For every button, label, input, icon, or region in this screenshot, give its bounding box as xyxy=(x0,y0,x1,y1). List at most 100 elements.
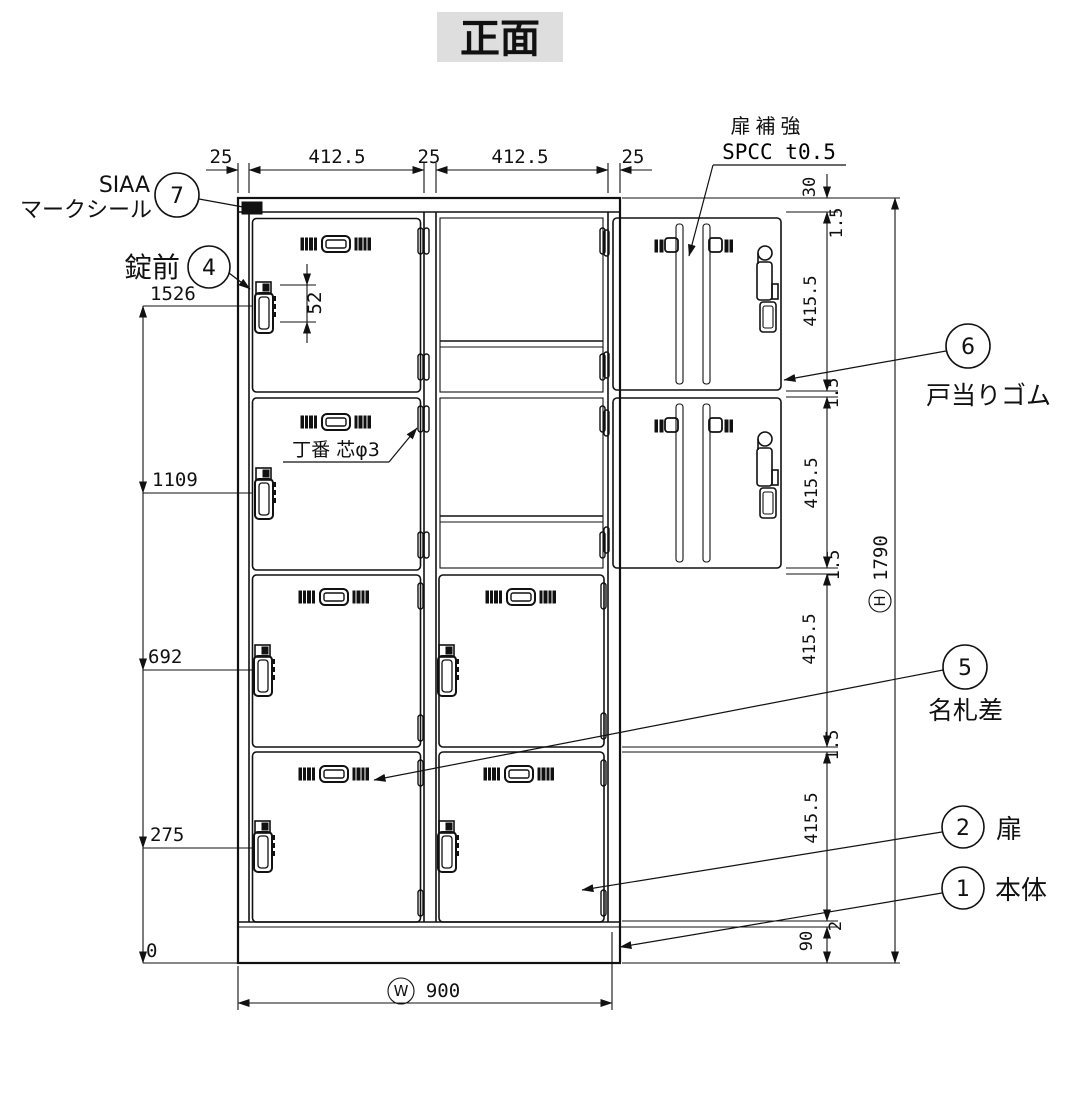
callout-5: 5 名札差 xyxy=(373,644,1003,782)
dim-right-gap1: 1.5 xyxy=(827,208,847,239)
top-dimension-chain: 25 412.5 25 412.5 25 xyxy=(206,146,652,193)
dim-right-415-2: 415.5 xyxy=(802,457,822,508)
dim-right-gap3: 1.5 xyxy=(824,550,844,581)
callout-2: 2 扉 xyxy=(581,805,1022,893)
callout-2-circle xyxy=(941,805,985,849)
dim-left-692: 692 xyxy=(148,646,182,668)
name-card-holder-icon xyxy=(483,765,555,783)
dim-top-25-mid: 25 xyxy=(418,146,441,168)
dim-lock-pitch-52: 52 xyxy=(304,292,326,315)
width-mark-circle xyxy=(387,977,415,1005)
hinge-note-label: 丁番 芯φ3 xyxy=(292,439,380,461)
door-left-row1 xyxy=(251,217,422,393)
left-dimension-chain: 1526 1109 692 275 0 xyxy=(139,283,253,964)
dim-right-415-3: 415.5 xyxy=(800,613,820,664)
callout-1-label: 本体 xyxy=(995,876,1047,906)
callout-7-number: 7 xyxy=(170,184,184,209)
dim-right-90: 90 xyxy=(797,931,817,951)
opened-door-row2 xyxy=(612,397,782,569)
door-reinforce-note: 扉補強 SPCC t0.5 xyxy=(688,114,846,257)
compartment-row1 xyxy=(439,217,604,393)
dim-right-gap2: 1.5 xyxy=(823,378,843,409)
door-reinforce-strip xyxy=(702,223,711,385)
middle-column-doors xyxy=(437,574,607,923)
callout-7-label-line1: SIAA xyxy=(99,173,150,198)
latch-icon xyxy=(756,245,779,333)
dim-height-1790: 1790 xyxy=(870,535,892,581)
door-reinforce-spec: SPCC t0.5 xyxy=(722,140,836,164)
door-reinforce-strip xyxy=(702,403,711,563)
dim-right-gap4: 1.5 xyxy=(823,730,843,761)
opened-doors-section xyxy=(603,217,782,569)
callout-1: 1 本体 xyxy=(619,866,1047,950)
opened-door-row1 xyxy=(612,217,782,391)
door-reinforce-strip xyxy=(675,223,684,385)
height-mark-H: H xyxy=(871,595,889,606)
dim-top-412-left: 412.5 xyxy=(308,146,365,168)
callout-1-circle xyxy=(941,866,985,910)
door-reinforce-label: 扉補強 xyxy=(731,114,806,138)
callout-1-number: 1 xyxy=(956,877,970,902)
lock-icon xyxy=(253,644,276,697)
middle-column-open-compartments xyxy=(423,217,606,569)
callout-6: 6 戸当りゴム xyxy=(783,323,1051,410)
callout-4: 錠前 4 xyxy=(124,245,251,290)
page-title: 正面 xyxy=(460,16,540,62)
name-card-holder-half-icon xyxy=(654,237,733,433)
name-card-holder-icon xyxy=(300,413,372,431)
door-reinforce-strip xyxy=(675,403,684,563)
right-dimension-chain: 30 1.5 415.5 1.5 415.5 1.5 415.5 1.5 415… xyxy=(618,174,900,964)
lock-icon xyxy=(253,820,276,873)
dim-left-1526: 1526 xyxy=(150,283,196,305)
lock-icon xyxy=(254,467,277,520)
cabinet-body xyxy=(236,196,622,965)
left-column-doors xyxy=(251,217,424,923)
name-card-holder-icon xyxy=(298,588,370,606)
callout-4-label: 錠前 xyxy=(124,251,180,284)
callout-5-number: 5 xyxy=(958,656,972,681)
overall-height-dimension: 1790 H xyxy=(868,197,899,964)
name-card-holder-icon xyxy=(300,235,372,253)
dim-left-0: 0 xyxy=(146,940,157,962)
callout-6-label: 戸当りゴム xyxy=(926,381,1051,410)
name-card-holder-icon xyxy=(485,588,557,606)
bottom-width-dimension: W 900 xyxy=(237,932,613,1010)
lock-icon xyxy=(437,820,460,873)
callout-4-circle xyxy=(187,245,231,289)
lock-icon xyxy=(437,644,460,697)
callout-7-circle xyxy=(154,172,200,218)
callout-6-number: 6 xyxy=(961,335,975,360)
lock-icon xyxy=(254,281,277,334)
title-block: 正面 xyxy=(437,12,563,62)
dim-top-25-left: 25 xyxy=(210,146,233,168)
width-mark-W: W xyxy=(394,982,409,1000)
dim-top-25-right: 25 xyxy=(622,146,645,168)
dim-right-415-1: 415.5 xyxy=(801,275,821,326)
door-left-row4 xyxy=(251,751,422,923)
callout-4-number: 4 xyxy=(202,256,216,281)
name-card-holder-icon xyxy=(298,765,370,783)
callout-2-label: 扉 xyxy=(996,815,1022,845)
callout-2-number: 2 xyxy=(956,816,970,841)
callout-7: SIAA マークシール 7 xyxy=(20,172,244,223)
hinge-note: 丁番 芯φ3 xyxy=(283,427,418,463)
callout-6-circle xyxy=(945,323,991,369)
siaa-seal xyxy=(241,201,263,215)
callout-7-label-line2: マークシール xyxy=(20,198,152,223)
dim-width-900: 900 xyxy=(426,980,460,1002)
dim-right-2: 2 xyxy=(826,921,846,931)
dim-left-1109: 1109 xyxy=(152,469,198,491)
title-background xyxy=(437,12,563,62)
dim-right-415-4: 415.5 xyxy=(802,792,822,843)
compartment-row2 xyxy=(439,397,604,569)
callout-5-label: 名札差 xyxy=(928,696,1003,725)
dim-left-275: 275 xyxy=(150,824,184,846)
height-mark-circle xyxy=(868,589,892,613)
dim-right-30: 30 xyxy=(800,177,820,197)
door-left-row3 xyxy=(251,574,422,748)
dim-top-412-right: 412.5 xyxy=(491,146,548,168)
callout-5-circle xyxy=(942,644,988,690)
cabinet-outline xyxy=(236,196,622,965)
